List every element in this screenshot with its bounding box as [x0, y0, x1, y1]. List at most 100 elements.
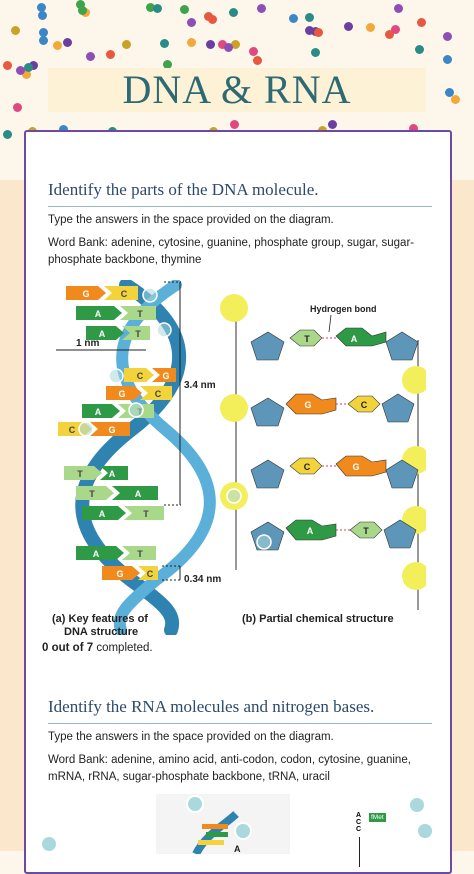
- confetti-dot: [328, 120, 337, 129]
- right-side-strip: [450, 180, 474, 851]
- answer-hotspot-4[interactable]: [128, 402, 144, 418]
- confetti-dot: [16, 66, 25, 75]
- confetti-dot: [163, 60, 172, 69]
- rna-answer-hotspot-1[interactable]: [186, 795, 204, 813]
- svg-text:T: T: [137, 549, 143, 559]
- svg-text:C: C: [147, 569, 154, 579]
- confetti-dot: [39, 36, 48, 45]
- section1-word-bank: Word Bank: adenine, cytosine, guanine, p…: [48, 237, 415, 266]
- section2-instructions: Type the answers in the space provided o…: [48, 731, 334, 743]
- rna-answer-hotspot-5[interactable]: [40, 835, 58, 853]
- caption-a-line1: (a) Key features of: [52, 613, 148, 625]
- confetti-dot: [206, 40, 215, 49]
- confetti-dot: [146, 3, 155, 12]
- svg-text:G: G: [352, 462, 359, 472]
- confetti-dot: [218, 40, 227, 49]
- dna-helix-panel: G C A T A T C G G C A T: [52, 280, 221, 635]
- confetti-dot: [417, 18, 426, 27]
- base-pair-rung-11: A T: [76, 546, 156, 560]
- answer-hotspot-3[interactable]: [108, 368, 124, 384]
- svg-text:C: C: [304, 462, 311, 472]
- rna-answer-hotspot-3[interactable]: [408, 796, 426, 814]
- rna-diagram-image: A: [156, 794, 290, 856]
- base-pair-rung-7: C G: [58, 422, 130, 436]
- answer-hotspot-5[interactable]: [78, 421, 94, 437]
- svg-text:C: C: [69, 425, 76, 435]
- confetti-dot: [24, 63, 33, 72]
- svg-text:A: A: [135, 489, 142, 499]
- label-0.34nm: 0.34 nm: [184, 574, 221, 585]
- answer-hotspot-1[interactable]: [142, 287, 158, 303]
- answer-hotspot-2[interactable]: [156, 322, 172, 338]
- svg-text:A: A: [234, 844, 241, 854]
- confetti-dot: [385, 30, 394, 39]
- rna-answer-hotspot-4[interactable]: [416, 822, 434, 840]
- svg-text:T: T: [363, 526, 369, 536]
- confetti-dot: [86, 52, 95, 61]
- rna-answer-hotspot-2[interactable]: [234, 822, 252, 840]
- confetti-dot: [187, 38, 196, 47]
- confetti-dot: [208, 15, 217, 24]
- confetti-dot: [394, 4, 403, 13]
- confetti-dot: [445, 88, 454, 97]
- confetti-dot: [249, 47, 258, 56]
- nucleotide-pair-CG: C G: [250, 455, 419, 489]
- confetti-dot: [305, 26, 314, 35]
- confetti-dot: [180, 5, 189, 14]
- confetti-dot: [415, 45, 424, 54]
- confetti-dot: [106, 50, 115, 59]
- label-1nm: 1 nm: [76, 338, 99, 349]
- phosphate-group-1: [220, 294, 248, 322]
- svg-text:A: A: [99, 329, 106, 339]
- answer-hotspot-7[interactable]: [256, 534, 272, 550]
- confetti-dot: [451, 95, 460, 104]
- label-hydrogen-bond: Hydrogen bond: [310, 304, 377, 314]
- svg-text:T: T: [304, 334, 310, 344]
- confetti-dot: [38, 11, 47, 20]
- base-pair-rung-9: T A: [76, 486, 158, 500]
- confetti-dot: [22, 70, 31, 79]
- confetti-dot: [409, 124, 418, 133]
- base-pair-rung-10: A T: [82, 506, 164, 520]
- caption-a-line2: DNA structure: [64, 626, 138, 635]
- section2-heading: Identify the RNA molecules and nitrogen …: [48, 697, 432, 724]
- nucleotide-pair-TA: T A: [250, 327, 419, 361]
- nucleotide-pair-AT: A T: [250, 519, 417, 551]
- svg-text:G: G: [304, 400, 311, 410]
- svg-text:A: A: [109, 469, 116, 479]
- confetti-dot: [39, 28, 48, 37]
- confetti-dot: [3, 61, 12, 70]
- confetti-dot: [344, 22, 353, 31]
- answer-hotspot-6[interactable]: [226, 488, 242, 504]
- base-pair-rung-2: A T: [76, 306, 156, 320]
- dna-diagram: G C A T A T C G G C A T: [52, 280, 426, 635]
- confetti-dot: [257, 4, 266, 13]
- confetti-dot: [3, 130, 12, 139]
- base-pair-rung-8: T A: [64, 466, 128, 480]
- left-side-strip: [0, 180, 24, 851]
- section1-instructions: Type the answers in the space provided o…: [48, 214, 334, 226]
- confetti-dot: [443, 32, 452, 41]
- confetti-dot: [122, 40, 131, 49]
- phosphate-group-2: [220, 394, 248, 422]
- section2-word-bank: Word Bank: adenine, amino acid, anti-cod…: [48, 754, 411, 783]
- confetti-dot: [253, 56, 262, 65]
- worksheet-card: Identify the parts of the DNA molecule. …: [24, 130, 452, 874]
- svg-text:G: G: [108, 425, 115, 435]
- confetti-dot: [314, 28, 323, 37]
- helix-backbone-back: [113, 280, 216, 635]
- svg-text:A: A: [307, 526, 314, 536]
- svg-text:C: C: [137, 371, 144, 381]
- svg-text:C: C: [361, 400, 368, 410]
- rna-codon-letters: A C C: [356, 812, 362, 833]
- confetti-dot: [63, 38, 72, 47]
- confetti-dot: [29, 61, 38, 70]
- base-pair-rung-3: A T: [86, 326, 150, 340]
- svg-text:A: A: [93, 549, 100, 559]
- confetti-dot: [229, 8, 238, 17]
- confetti-dot: [11, 26, 20, 35]
- phosphate-group-7: [402, 562, 426, 590]
- confetti-dot: [311, 48, 320, 57]
- confetti-dot: [59, 125, 68, 134]
- svg-text:C: C: [155, 389, 162, 399]
